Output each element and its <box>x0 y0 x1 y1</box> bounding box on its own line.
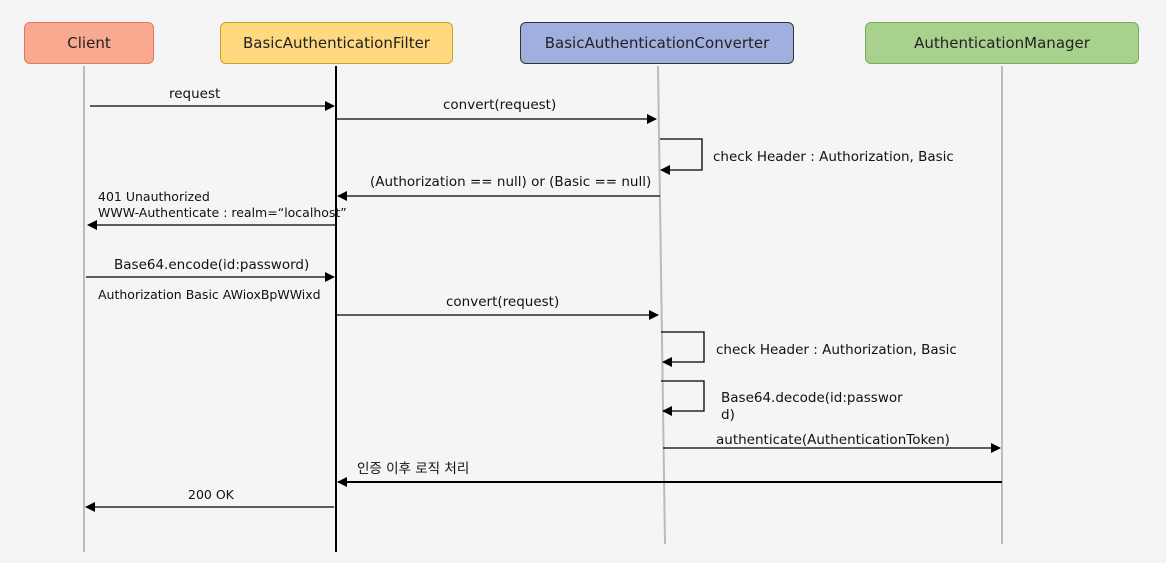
label-null-check: (Authorization == null) or (Basic == nul… <box>370 174 652 190</box>
label-after-auth: 인증 이후 로직 처리 <box>357 461 470 477</box>
participant-converter: BasicAuthenticationConverter <box>520 22 794 64</box>
participant-manager-label: AuthenticationManager <box>914 34 1090 52</box>
arrow-decode <box>661 380 705 416</box>
participant-converter-label: BasicAuthenticationConverter <box>544 34 770 52</box>
label-authorization-basic: Authorization Basic AWioxBpWWixd <box>98 287 321 302</box>
participant-manager: AuthenticationManager <box>865 22 1139 64</box>
arrow-check-header-2 <box>661 331 705 367</box>
label-convert-2: convert(request) <box>446 294 560 310</box>
converter-lifeline <box>657 65 666 545</box>
label-401: 401 Unauthorized <box>98 189 210 204</box>
label-www-authenticate: WWW-Authenticate : realm=“localhost” <box>98 205 347 220</box>
participant-filter-label: BasicAuthenticationFilter <box>243 34 430 52</box>
participant-client-label: Client <box>67 34 111 52</box>
label-convert-1: convert(request) <box>443 97 557 113</box>
participant-filter: BasicAuthenticationFilter <box>220 22 453 64</box>
label-authenticate: authenticate(AuthenticationToken) <box>716 432 950 448</box>
label-encode: Base64.encode(id:password) <box>114 257 310 273</box>
label-200-ok: 200 OK <box>188 487 234 502</box>
label-check-header-2: check Header : Authorization, Basic <box>716 342 957 358</box>
arrow-check-header-1 <box>660 138 703 175</box>
label-decode-2: d) <box>721 407 735 423</box>
participant-client: Client <box>24 22 154 64</box>
label-check-header-1: check Header : Authorization, Basic <box>713 149 954 165</box>
label-request: request <box>169 86 221 102</box>
label-decode-1: Base64.decode(id:passwor <box>721 390 903 406</box>
